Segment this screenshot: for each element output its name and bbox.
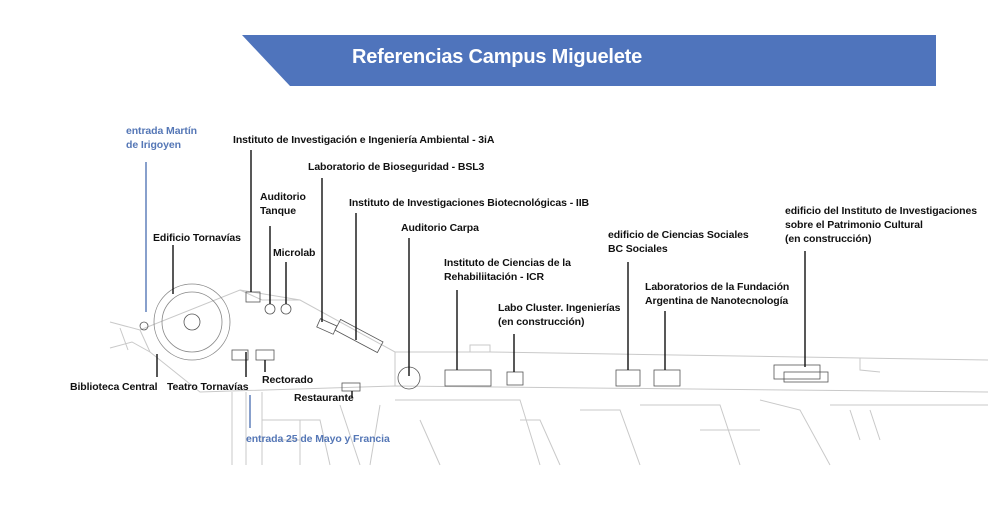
label-nanotecnologia: Laboratorios de la Fundación Argentina d… (645, 281, 790, 307)
building-patrimonio-b (783, 371, 829, 383)
label-biblioteca: Biblioteca Central (70, 381, 158, 393)
label-rectorado: Rectorado (262, 374, 314, 386)
tornavias-center (183, 313, 201, 331)
leader-lines (145, 150, 806, 428)
map-buildings (139, 283, 829, 392)
tornavias-mid (161, 291, 223, 353)
entrance-irigoyen-label: entrada Martín de Irigoyen (126, 125, 197, 151)
label-biotecnologicas: Instituto de Investigaciones Biotecnológ… (349, 197, 590, 209)
label-microlab: Microlab (273, 247, 316, 259)
page-title: Referencias Campus Miguelete (352, 46, 643, 68)
irigoyen-marker (139, 321, 149, 331)
building-restaurante (341, 382, 361, 392)
building-cluster (506, 371, 524, 386)
building-iib (334, 318, 384, 354)
building-rectorado-a (231, 349, 249, 361)
building-nanotecnologia (653, 369, 681, 387)
building-auditorio-tanque (245, 291, 261, 303)
label-rehabilitacion: Instituto de Ciencias de la Rehabiliitac… (444, 257, 571, 283)
label-edificio-tornavias: Edificio Tornavías (153, 232, 241, 244)
label-bioseguridad: Laboratorio de Bioseguridad - BSL3 (308, 161, 485, 173)
label-teatro: Teatro Tornavías (167, 381, 249, 393)
label-ciencias-sociales: edificio de Ciencias Sociales BC Sociale… (608, 229, 749, 255)
label-auditorio-tanque: Auditorio Tanque (260, 191, 306, 217)
building-sociales (615, 369, 641, 387)
map-streets (109, 289, 988, 466)
label-restaurante: Restaurante (294, 392, 354, 404)
banner-shape (242, 35, 936, 86)
building-microlab-b (280, 303, 292, 315)
label-ambiental: Instituto de Investigación e Ingeniería … (233, 134, 495, 146)
building-microlab-a (264, 303, 276, 315)
tornavias-outer (153, 283, 231, 361)
label-cluster: Labo Cluster. Ingenierías (en construcci… (498, 302, 621, 328)
label-patrimonio: edificio del Instituto de Investigacione… (785, 205, 977, 245)
building-bsl3 (316, 318, 338, 335)
entrance-mayo-label: entrada 25 de Mayo y Francia (246, 433, 390, 445)
label-auditorio-carpa: Auditorio Carpa (401, 222, 479, 234)
building-icr (444, 369, 492, 387)
building-rectorado-b (255, 349, 275, 361)
